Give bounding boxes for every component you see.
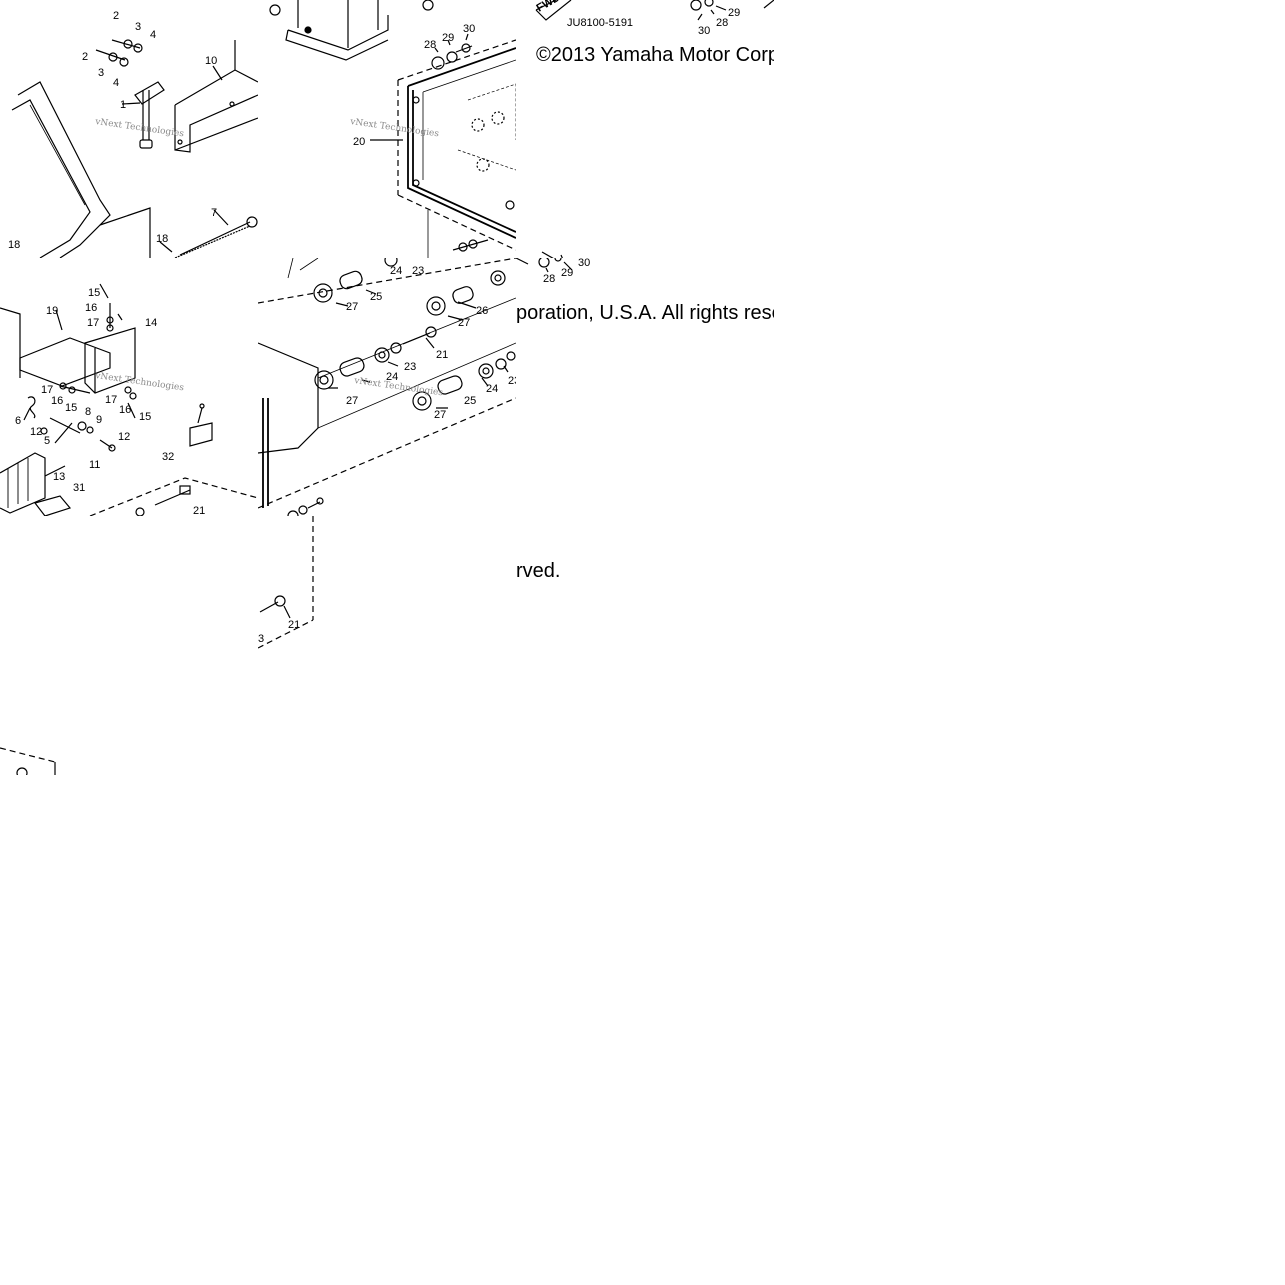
callout-label: 28: [543, 273, 555, 285]
callout-label: 8: [85, 406, 91, 418]
callout-label: 25: [464, 395, 476, 407]
callout-label: 2: [113, 10, 119, 22]
callout-label: 12: [118, 431, 130, 443]
callout-label: 23: [404, 361, 416, 373]
watermark-text: vNext Technologies: [94, 371, 185, 394]
callout-label: 19: [46, 305, 58, 317]
callout-label: 18: [8, 239, 20, 251]
callout-label: 4: [150, 29, 156, 41]
diagram-tile-box-housing: 28 29 30 20 vNext Technologies: [258, 0, 516, 258]
callout-label: 3: [135, 21, 141, 33]
callout-label: 29: [728, 7, 740, 19]
callout-label: 21: [436, 349, 448, 361]
callout-label: 15: [65, 402, 77, 414]
callout-label: 17: [41, 384, 53, 396]
callout-label: 28: [716, 17, 728, 29]
callout-label: 27: [458, 317, 470, 329]
callout-label: 15: [88, 287, 100, 299]
callout-label: 4: [113, 77, 119, 89]
header-drawing: FWD JU8100-5191 30 28 29: [535, 0, 774, 258]
diagram-tile-copyright-middle: 28 29 30 poration, U.S.A. All rights res…: [516, 258, 774, 516]
lower-bolt-drawing: 21 3: [258, 516, 314, 649]
callout-label: 2: [82, 51, 88, 63]
box-housing-drawing: 28 29 30 20 vNext Technologies: [269, 0, 516, 258]
diagram-tile-switch-assembly: 15 16 17 19 14 17 16 15 17 16 15 6 12 8 …: [0, 258, 258, 516]
fwd-label: FWD: [535, 0, 563, 15]
diagram-tile-fragment: [0, 740, 60, 775]
callout-label: 5: [44, 435, 50, 447]
callout-label: 17: [105, 394, 117, 406]
copyright-segment: poration, U.S.A. All rights reser: [516, 302, 774, 324]
callout-label: 21: [288, 619, 300, 631]
callout-label: 15: [139, 411, 151, 423]
switch-assembly-drawing: 15 16 17 19 14 17 16 15 17 16 15 6 12 8 …: [0, 283, 258, 516]
callout-label: 13: [53, 471, 65, 483]
diagram-tile-bushings: 24 23 27 25 27 26 21 23 24 27 25 24 23 2…: [258, 258, 516, 516]
callout-label: 14: [145, 317, 157, 329]
callout-label: 16: [85, 302, 97, 314]
callout-label: 26: [476, 305, 488, 317]
callout-label: 10: [205, 55, 217, 67]
callout-label: 27: [434, 409, 446, 421]
washers-drawing: 28 29 30: [516, 258, 590, 285]
drawing-code: JU8100-5191: [567, 17, 633, 29]
callout-label: 21: [193, 505, 205, 516]
callout-label: 16: [51, 395, 63, 407]
callout-label: 1: [120, 99, 126, 111]
callout-label: 3: [258, 633, 264, 645]
diagram-tile-lower-bolt: 21 3: [258, 516, 516, 652]
bushings-drawing: 24 23 27 25 27 26 21 23 24 27 25 24 23 2…: [258, 258, 516, 516]
callout-label: 23: [412, 265, 424, 277]
diagram-tile-header: FWD JU8100-5191 30 28 29 ©2013 Yamaha Mo…: [516, 0, 774, 258]
diagram-tile-copyright-end: rved.: [516, 516, 774, 652]
callout-label: 3: [98, 67, 104, 79]
callout-label: 23: [508, 375, 516, 387]
watermark-text: vNext Technologies: [94, 117, 185, 140]
callout-label: 30: [698, 25, 710, 37]
callout-label: 29: [561, 267, 573, 279]
callout-label: 17: [87, 317, 99, 329]
callout-label: 24: [386, 371, 398, 383]
callout-label: 12: [30, 426, 42, 438]
callout-label: 30: [463, 23, 475, 35]
callout-label: 30: [578, 258, 590, 269]
copyright-segment: ©2013 Yamaha Motor Corp: [536, 44, 774, 66]
fragment-drawing: [0, 747, 56, 775]
callout-label: 27: [346, 395, 358, 407]
callout-label: 20: [353, 136, 365, 148]
copyright-segment: rved.: [516, 560, 561, 582]
callout-label: 32: [162, 451, 174, 463]
diagram-tile-pedal-assembly: 2 3 4 2 3 4 10 1 7 18 18 vNext Technolog…: [0, 0, 258, 258]
callout-label: 27: [346, 301, 358, 313]
callout-label: 7: [211, 207, 217, 219]
callout-label: 18: [156, 233, 168, 245]
callout-label: 29: [442, 32, 454, 44]
callout-label: 24: [390, 265, 402, 277]
callout-label: 9: [96, 414, 102, 426]
callout-label: 11: [89, 459, 100, 471]
callout-label: 31: [73, 482, 85, 494]
callout-label: 25: [370, 291, 382, 303]
callout-label: 24: [486, 383, 498, 395]
callout-label: 16: [119, 404, 131, 416]
callout-label: 6: [15, 415, 21, 427]
pedal-assembly-drawing: 2 3 4 2 3 4 10 1 7 18 18 vNext Technolog…: [8, 10, 258, 258]
callout-label: 28: [424, 39, 436, 51]
